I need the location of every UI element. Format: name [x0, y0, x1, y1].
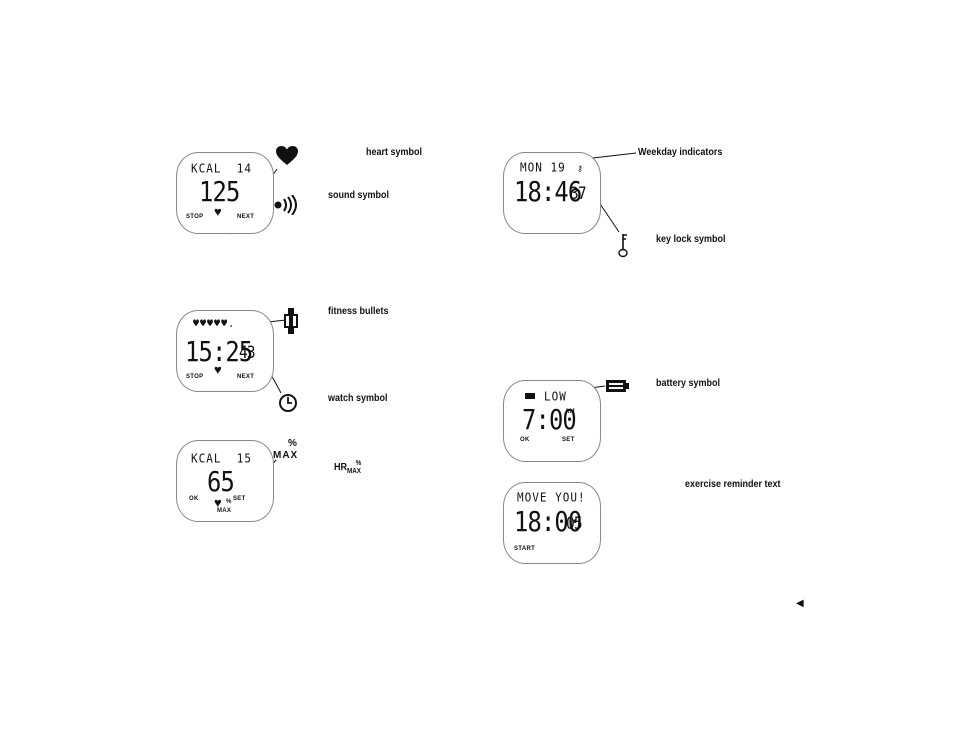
hrmax-sub: MAX	[347, 468, 362, 475]
hrmax-label: MAX	[217, 508, 232, 514]
display-top-line: KCAL 14	[191, 161, 252, 176]
stop-button-label: STOP	[186, 374, 204, 380]
label-fitness-bullets: fitness bullets	[328, 306, 389, 317]
am-indicator: AM	[565, 409, 575, 415]
page-back-marker[interactable]: ◀	[796, 598, 804, 609]
hrmax-pct: %	[226, 499, 232, 505]
label-exercise-reminder: exercise reminder text	[685, 479, 781, 490]
sound-icon	[274, 195, 297, 215]
watch-icon	[279, 394, 297, 412]
key-lock-indicator-icon: ⚷	[577, 164, 583, 173]
hrmax-main: HR	[334, 462, 348, 473]
heart-icon: ♥	[214, 362, 222, 377]
next-button-label: NEXT	[237, 214, 255, 220]
display-main-time: 7:00	[522, 403, 577, 436]
label-hrmax: HRMAX%	[334, 460, 367, 475]
heart-icon: ♥	[214, 204, 222, 219]
display-seconds: 05	[566, 514, 583, 534]
start-button-label: START	[514, 546, 536, 552]
battery-low-text: LOW	[544, 389, 567, 404]
label-weekday-indicators: Weekday indicators	[638, 147, 723, 158]
stop-button-label: STOP	[186, 214, 204, 220]
watch-display-fitness: ♥♥♥♥♥. 15:25 43 ♥ STOP NEXT	[176, 310, 274, 392]
heart-icon: ♥	[214, 495, 222, 510]
display-main-time: 15:25	[185, 335, 253, 368]
label-battery-symbol: battery symbol	[656, 378, 721, 389]
key-lock-icon	[618, 234, 628, 258]
next-button-label: NEXT	[237, 374, 255, 380]
battery-indicator-icon	[525, 393, 535, 399]
weekday-date: MON 19	[520, 160, 566, 175]
max-pct-symbol: %	[288, 438, 298, 449]
battery-icon	[606, 380, 629, 392]
display-top-line: KCAL 15	[191, 451, 252, 466]
display-seconds: 37	[570, 184, 587, 204]
fitness-bullet-icon	[284, 308, 298, 334]
max-symbol: MAX	[273, 450, 299, 461]
display-main-time: 18:46	[514, 175, 582, 208]
heart-icon	[276, 146, 298, 165]
watch-display-kcal-heart: KCAL 14 125 ♥ STOP NEXT	[176, 152, 274, 234]
ok-button-label: OK	[189, 496, 199, 502]
label-sound-symbol: sound symbol	[328, 190, 390, 201]
display-main-value: 65	[207, 465, 235, 498]
label-watch-symbol: watch symbol	[328, 393, 388, 404]
watch-display-reminder: MOVE YOU! 18:00 05 START	[503, 482, 601, 564]
set-button-label: SET	[233, 496, 246, 502]
ok-button-label: OK	[520, 437, 530, 443]
fitness-bullets: ♥♥♥♥♥.	[193, 318, 236, 331]
display-main-time: 18:00	[514, 505, 582, 538]
label-key-lock-symbol: key lock symbol	[656, 234, 726, 245]
reminder-text: MOVE YOU!	[517, 490, 586, 505]
display-main-value: 125	[199, 175, 240, 208]
watch-display-battery: LOW 7:00 AM OK SET	[503, 380, 601, 462]
watch-display-time: MON 19 ⚷ 18:46 37	[503, 152, 601, 234]
set-button-label: SET	[562, 437, 575, 443]
display-seconds: 43	[239, 343, 256, 363]
hrmax-sup: %	[355, 460, 362, 467]
label-heart-symbol: heart symbol	[366, 147, 423, 158]
watch-display-hrmax: KCAL 15 65 OK SET ♥ % MAX	[176, 440, 274, 522]
